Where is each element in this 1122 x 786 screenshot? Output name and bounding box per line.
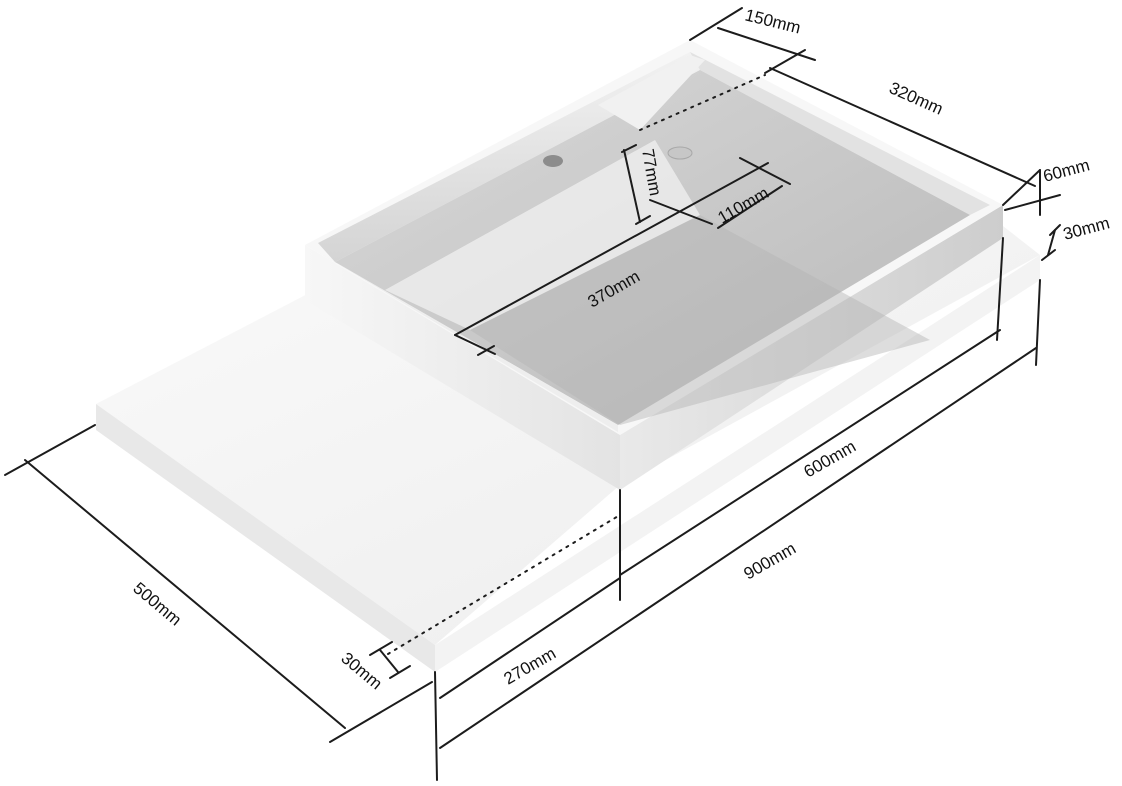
basin-front-wall — [305, 245, 620, 490]
label-basin-length: 320mm — [886, 78, 946, 118]
basin-block — [305, 40, 1003, 490]
slab-front-right-edge — [435, 255, 1040, 672]
label-basin-height: 60mm — [1041, 155, 1092, 186]
label-total-length: 900mm — [741, 539, 800, 584]
slab-front-left-edge — [96, 404, 435, 672]
drain-hole — [667, 146, 693, 160]
label-slab-thickness-right: 30mm — [1061, 213, 1112, 244]
dimension-lines — [4, 7, 1061, 781]
label-basin-total: 600mm — [801, 437, 860, 482]
label-shelf-length: 270mm — [501, 644, 560, 689]
basin-bowl-shadow — [470, 215, 930, 425]
basin-slope-highlight — [385, 140, 700, 330]
basin-left-inner-wall — [690, 52, 990, 215]
basin-right-wall — [620, 205, 1003, 490]
basin-back-shelf — [598, 55, 705, 130]
faucet-hole — [543, 155, 563, 167]
label-basin-width: 150mm — [743, 5, 803, 37]
label-slab-thickness-left: 30mm — [337, 649, 385, 694]
basin-inner-floor — [335, 70, 970, 425]
